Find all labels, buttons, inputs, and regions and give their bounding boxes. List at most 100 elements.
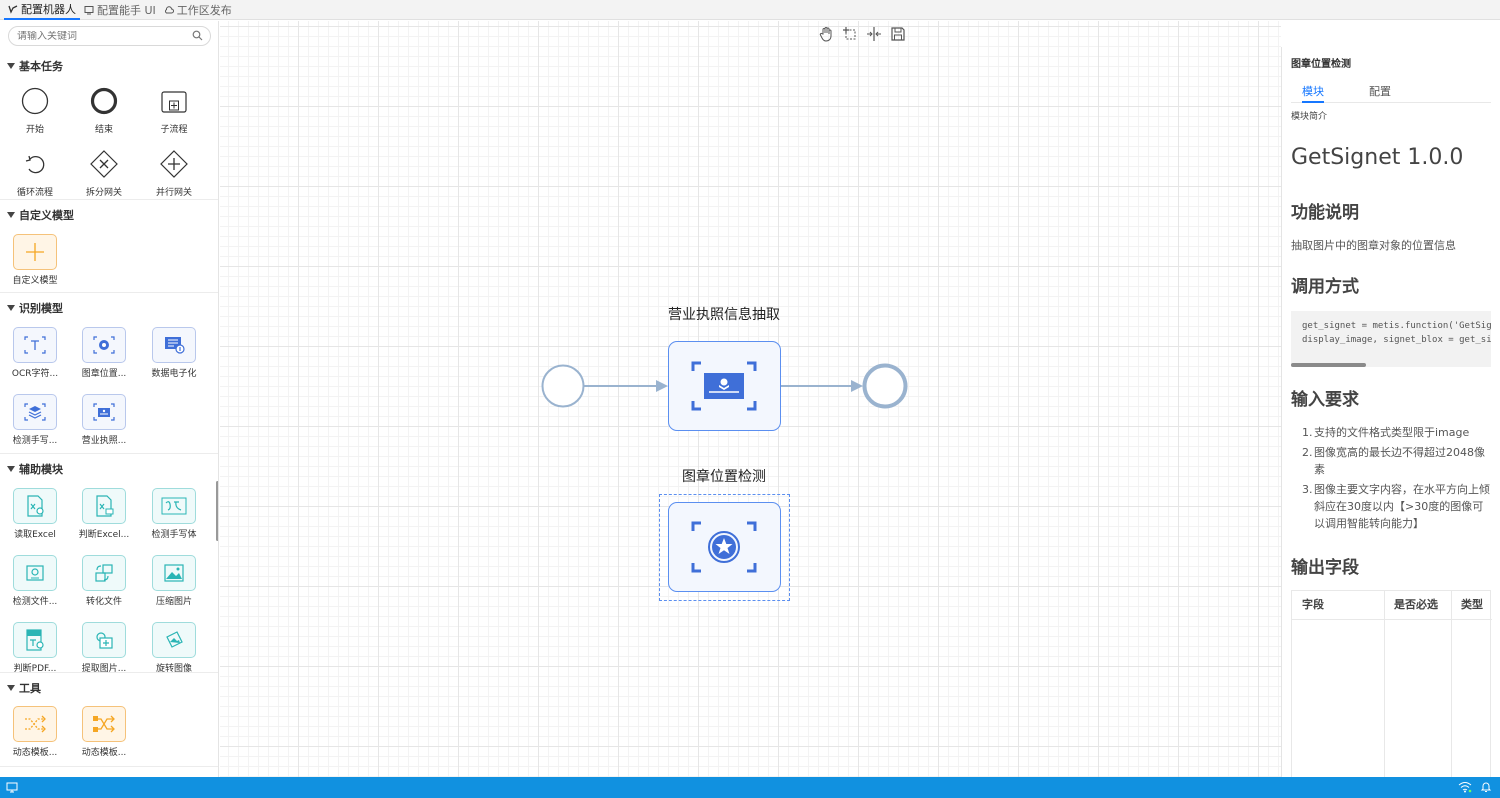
table-header-type: 类型 [1461, 598, 1483, 611]
tab-configure-robot[interactable]: 配置机器人 [4, 0, 80, 20]
rotate-image-icon [152, 622, 196, 658]
tool-label: 拆分网关 [85, 188, 122, 198]
tool-compress-image[interactable]: 压缩图片 [143, 555, 205, 607]
ui-icon [84, 5, 94, 14]
start-node[interactable] [541, 364, 585, 408]
table-header-field: 字段 [1302, 598, 1324, 611]
monitor-icon[interactable] [6, 781, 18, 793]
tool-judge-excel[interactable]: 判断Excel... [73, 488, 135, 540]
tab-configure-ui[interactable]: 配置能手 UI [80, 0, 160, 20]
tool-detect-handwriting[interactable]: 检测手写体 [143, 488, 205, 540]
tool-label: 旋转图像 [155, 664, 192, 674]
tool-parallel-gateway[interactable]: 并行网关 [143, 146, 205, 198]
bell-icon[interactable] [1480, 781, 1492, 793]
seal-icon [691, 521, 757, 573]
tool-label: 判断PDF... [13, 664, 57, 674]
excel-read-icon [13, 488, 57, 524]
search-box[interactable] [8, 26, 211, 46]
code-block[interactable]: get_signet = metis.function('GetSignet')… [1291, 311, 1491, 367]
tool-custom-model[interactable]: 自定义模型 [4, 234, 66, 286]
tool-rotate-image[interactable]: 旋转图像 [143, 622, 205, 674]
section-auxiliary[interactable]: 辅助模块 [7, 461, 63, 477]
end-event-icon [90, 87, 118, 115]
tool-loop[interactable]: 循环流程 [4, 146, 66, 198]
list-item: 2.图像宽高的最长边不得超过2048像素 [1302, 446, 1485, 476]
flow-icon [8, 4, 18, 14]
panel-tabs: 模块 配置 [1291, 81, 1491, 103]
exclusive-gateway-icon [90, 150, 118, 178]
panel-scrollbar[interactable] [216, 481, 218, 541]
divider [0, 453, 218, 454]
tool-ocr[interactable]: OCR字符... [4, 327, 66, 379]
tab-label: 工作区发布 [176, 3, 232, 17]
wifi-icon[interactable] [1458, 781, 1472, 793]
func-desc: 抽取图片中的图章对象的位置信息 [1291, 239, 1456, 252]
section-recognition-model[interactable]: 识别模型 [7, 300, 63, 316]
tab-workspace-publish[interactable]: 工作区发布 [160, 0, 236, 20]
tool-signet-detect[interactable]: 图章位置... [73, 327, 135, 379]
tool-label: 图章位置... [81, 369, 127, 379]
shuffle-icon [13, 706, 57, 742]
shuffle-icon [82, 706, 126, 742]
section-basic-tasks[interactable]: 基本任务 [7, 58, 63, 74]
tool-end[interactable]: 结束 [73, 83, 135, 135]
collapse-arrow-icon [7, 63, 15, 69]
tool-judge-pdf[interactable]: 判断PDF... [4, 622, 66, 674]
section-title: 基本任务 [19, 60, 63, 73]
tool-dynamic-template-1[interactable]: 动态模板... [4, 706, 66, 758]
tool-label: 结束 [94, 125, 113, 135]
tab-config[interactable]: 配置 [1369, 85, 1391, 98]
tool-read-excel[interactable]: 读取Excel [4, 488, 66, 540]
section-tools[interactable]: 工具 [7, 680, 41, 696]
tool-label: 动态模板... [12, 748, 58, 758]
table-divider [1451, 591, 1452, 777]
select-icon[interactable] [842, 26, 858, 42]
tab-label: 配置能手 UI [97, 3, 156, 17]
section-title: 识别模型 [19, 302, 63, 315]
tool-start[interactable]: 开始 [4, 83, 66, 135]
tool-subprocess[interactable]: 子流程 [143, 83, 205, 135]
save-icon[interactable] [890, 26, 906, 42]
tool-detect-file[interactable]: 检测文件... [4, 555, 66, 607]
handwriting-icon [152, 488, 196, 524]
tool-convert-file[interactable]: 转化文件 [73, 555, 135, 607]
tool-dynamic-template-2[interactable]: 动态模板... [73, 706, 135, 758]
properties-panel: 图章位置检测 模块 配置 模块简介 GetSignet 1.0.0 功能说明 抽… [1281, 47, 1500, 777]
task-node-license[interactable] [668, 341, 781, 431]
file-detect-icon [13, 555, 57, 591]
module-intro-label: 模块简介 [1291, 112, 1328, 122]
start-event-icon [21, 87, 49, 115]
tool-extract-image[interactable]: 提取图片... [73, 622, 135, 674]
divider [0, 292, 218, 293]
tool-label: 转化文件 [85, 597, 122, 607]
section-custom-model[interactable]: 自定义模型 [7, 207, 74, 223]
status-bar [0, 777, 1500, 798]
end-node[interactable] [862, 363, 908, 409]
tool-digitize[interactable]: 数据电子化 [143, 327, 205, 379]
code-scrollbar[interactable] [1291, 363, 1366, 367]
hand-icon[interactable] [818, 26, 834, 42]
arrowhead [851, 380, 863, 392]
tool-label: 压缩图片 [155, 597, 192, 607]
collapse-arrow-icon [7, 305, 15, 311]
tool-label: 自定义模型 [12, 276, 58, 286]
input-requirements-list: 1.支持的文件格式类型限于image 2.图像宽高的最长边不得超过2048像素 … [1302, 424, 1492, 535]
selection-box[interactable] [659, 494, 790, 601]
output-title: 输出字段 [1291, 558, 1359, 578]
tool-split-gateway[interactable]: 拆分网关 [73, 146, 135, 198]
loop-icon [25, 155, 45, 174]
tab-module[interactable]: 模块 [1302, 83, 1324, 103]
task-node-signet[interactable] [668, 502, 781, 592]
tool-business-license[interactable]: 营业执照... [73, 394, 135, 446]
search-input[interactable] [17, 30, 187, 42]
flow-canvas[interactable]: 营业执照信息抽取 图章位置检测 [220, 21, 1281, 777]
canvas-toolbar [818, 26, 906, 42]
tab-label: 配置机器人 [21, 2, 76, 16]
table-divider [1292, 619, 1492, 620]
module-heading: GetSignet 1.0.0 [1291, 145, 1464, 170]
collapse-arrow-icon [7, 212, 15, 218]
tool-handwriting-detect[interactable]: 检测手写... [4, 394, 66, 446]
split-icon[interactable] [866, 26, 882, 42]
search-icon[interactable] [192, 30, 203, 41]
node-label-license: 营业执照信息抽取 [668, 307, 780, 323]
